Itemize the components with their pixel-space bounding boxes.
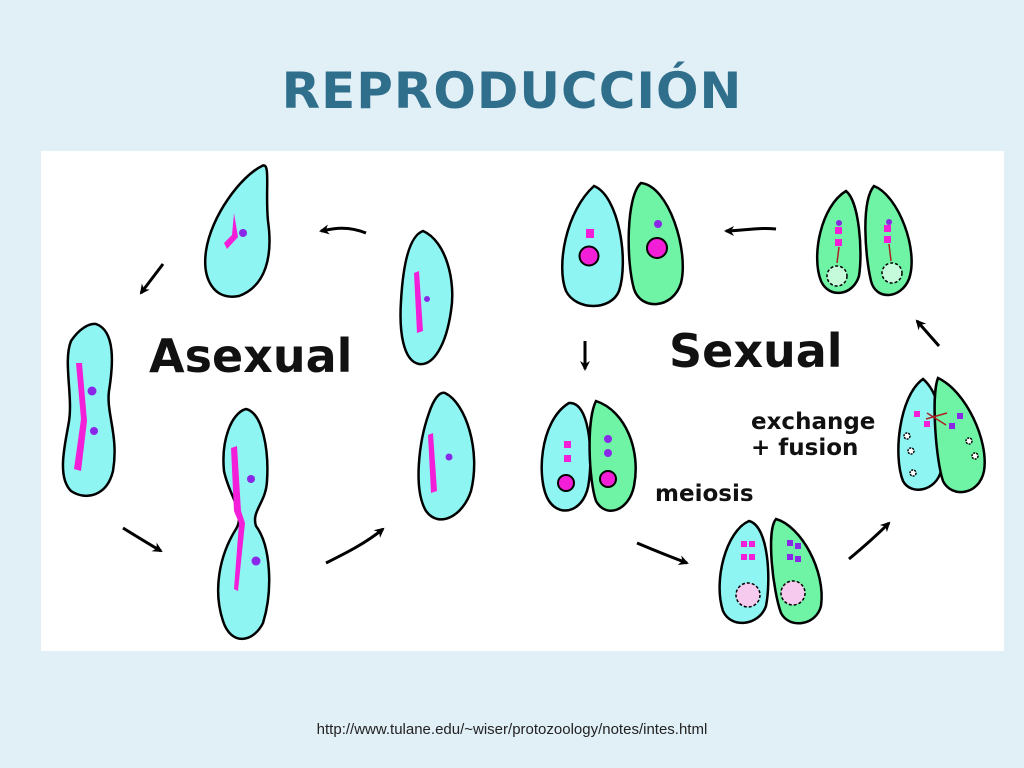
sexual-arrow-top	[724, 225, 777, 236]
asexual-arrow-left-top	[139, 263, 165, 295]
sexual-pair-top-left	[560, 181, 685, 308]
asexual-cell-right-top	[399, 229, 454, 366]
fusion-label: + fusion	[751, 435, 859, 461]
exchange-label: exchange	[751, 409, 876, 435]
asexual-cell-right-bottom	[417, 391, 476, 521]
sexual-pair-top-right	[815, 184, 913, 297]
asexual-cell-top	[204, 164, 271, 298]
sexual-cycle	[540, 181, 986, 625]
asexual-arrow-top	[319, 224, 367, 235]
source-url[interactable]: http://www.tulane.edu/~wiser/protozoolog…	[316, 721, 708, 738]
meiosis-label: meiosis	[655, 481, 754, 507]
asexual-cell-center-dividing	[216, 407, 271, 640]
life-cycle-diagram: Asexual Sexual exchange + fusion meiosis	[41, 151, 1004, 651]
sexual-pair-middle-left	[540, 399, 637, 512]
sexual-arrow-bottom-right	[848, 521, 891, 561]
sexual-pair-exchange-fusion	[897, 376, 986, 494]
asexual-arrow-right-bottom	[325, 527, 385, 565]
sexual-label: Sexual	[669, 324, 843, 378]
asexual-cycle	[61, 164, 476, 640]
slide-title: REPRODUCCIÓN	[281, 62, 743, 120]
asexual-arrow-left-bottom	[122, 526, 163, 553]
sexual-arrow-bottom-left	[636, 541, 689, 565]
asexual-cell-left-dividing	[61, 322, 116, 498]
sexual-pair-meiosis	[718, 517, 823, 625]
life-cycle-drawing	[61, 164, 986, 640]
sexual-arrow-right-up	[915, 319, 941, 347]
asexual-label: Asexual	[149, 329, 353, 383]
